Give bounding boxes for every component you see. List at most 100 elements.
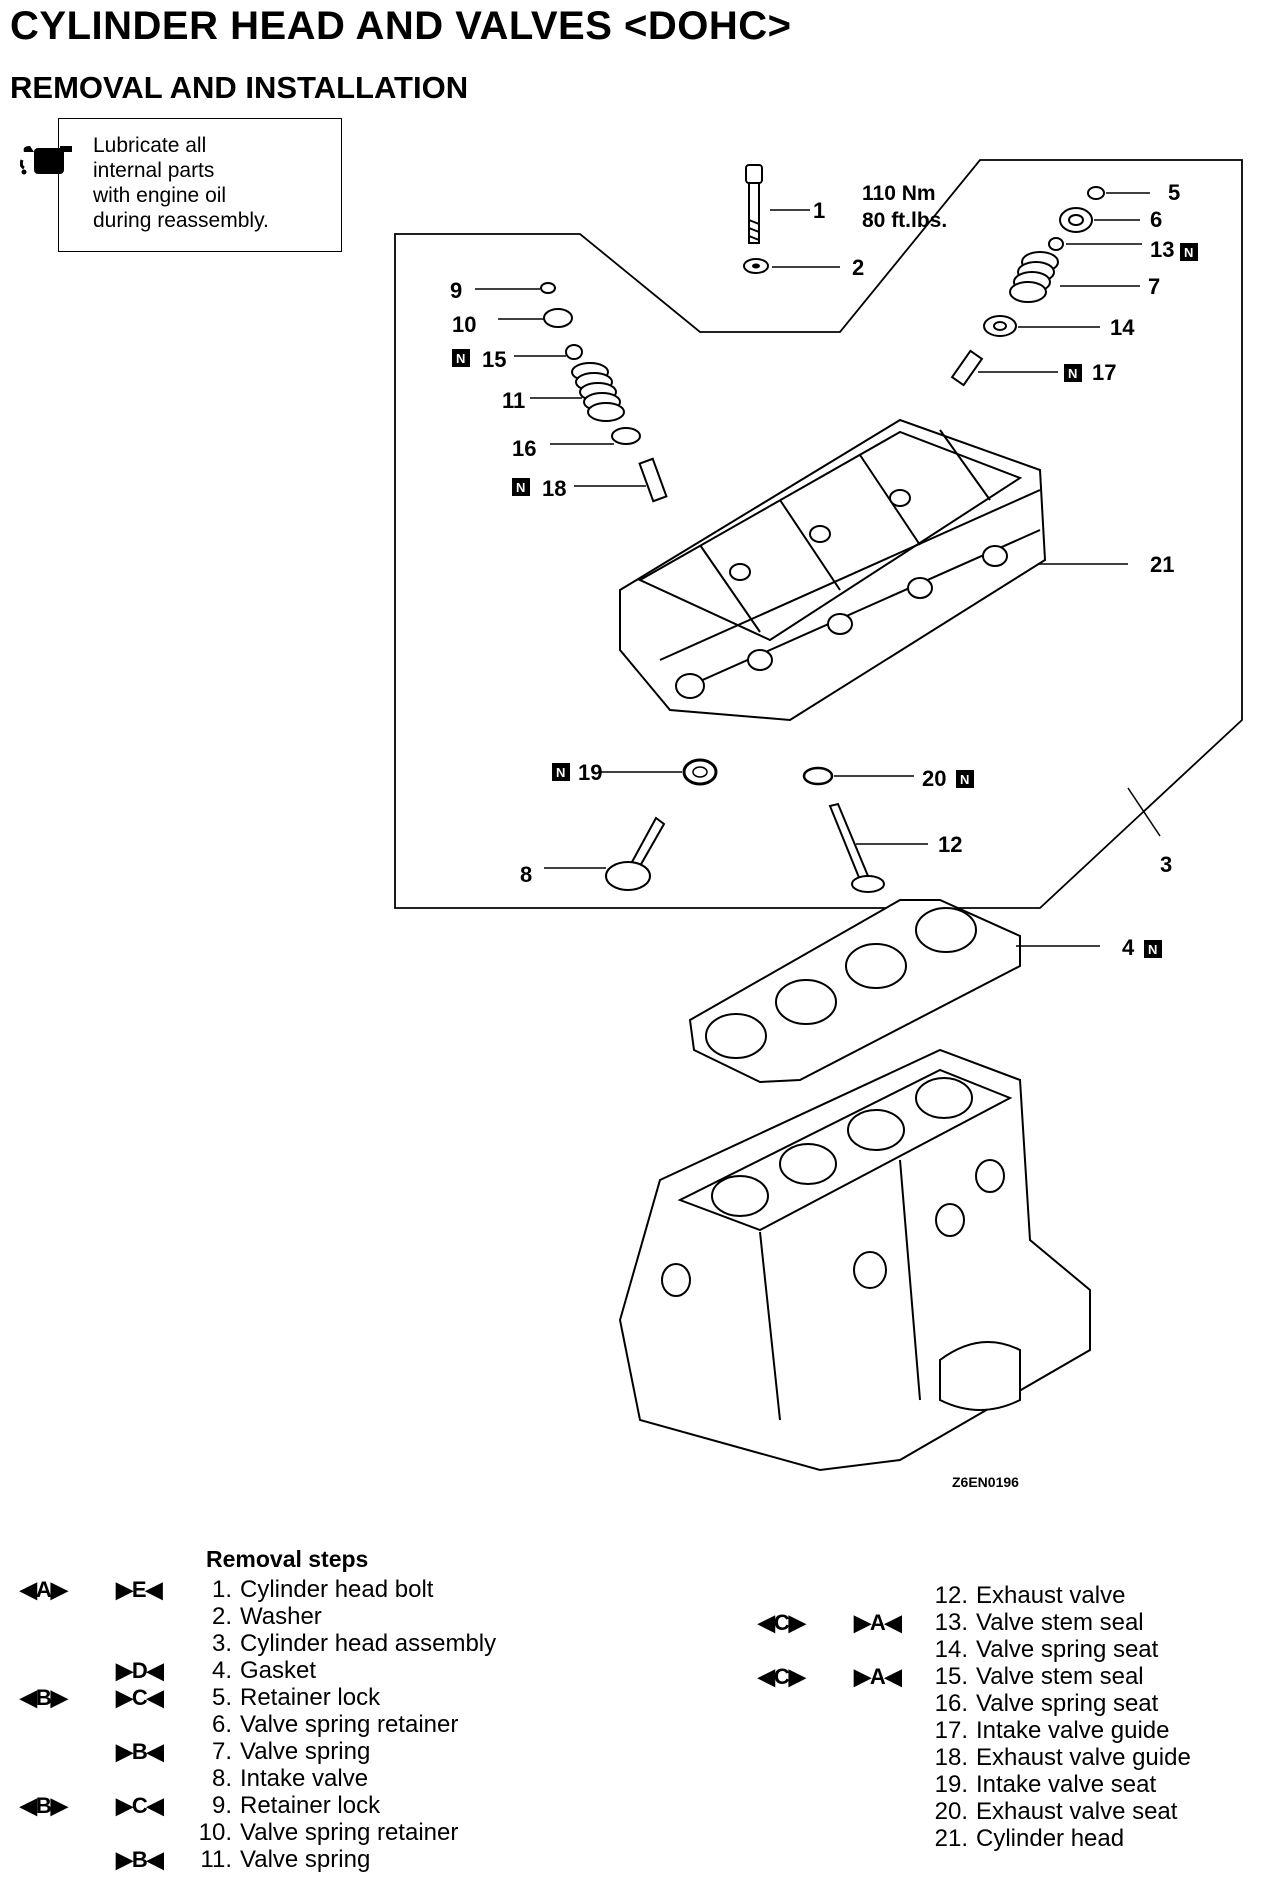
step-text: Valve spring retainer xyxy=(240,1819,459,1846)
valve-spring-retainer xyxy=(543,308,573,328)
new-part-badge xyxy=(552,763,570,781)
step-text: Intake valve xyxy=(240,1765,369,1792)
callout-1: 1 xyxy=(813,198,825,223)
new-part-badge xyxy=(1064,364,1082,382)
callout-16: 16 xyxy=(512,436,536,461)
removal-step: 17. Intake valve guide xyxy=(740,1717,1260,1744)
step-text: Intake valve guide xyxy=(976,1717,1170,1744)
step-number: 12. xyxy=(934,1582,968,1609)
engine-block xyxy=(618,1048,1091,1472)
installation-service-point-mark: ▶C◀ xyxy=(116,1685,164,1710)
oil-can-icon xyxy=(20,146,72,175)
callout-8: 8 xyxy=(520,862,532,887)
intake-valve xyxy=(605,816,666,891)
step-text: Cylinder head assembly xyxy=(240,1630,497,1657)
callout-17: 17 xyxy=(1092,360,1116,385)
step-text: Valve spring xyxy=(240,1738,371,1765)
exhaust-valve xyxy=(828,802,885,893)
callout-21: 21 xyxy=(1150,552,1174,577)
step-text: Retainer lock xyxy=(240,1792,381,1819)
new-part-badge xyxy=(512,478,530,496)
step-number: 19. xyxy=(934,1771,968,1798)
step-number: 20. xyxy=(934,1798,968,1825)
callout-5: 5 xyxy=(1168,180,1180,205)
step-text: Valve stem seal xyxy=(976,1609,1144,1636)
removal-step: 20.Exhaust valve seat xyxy=(740,1798,1260,1825)
note-line: internal parts xyxy=(93,159,215,182)
callout-10: 10 xyxy=(452,312,476,337)
step-number: 21. xyxy=(934,1825,968,1852)
removal-step: 19. Intake valve seat xyxy=(740,1771,1260,1798)
step-number: 8. xyxy=(211,1765,232,1792)
figure-code: Z6EN0196 xyxy=(952,1474,1019,1490)
exploded-diagram: 1 110 Nm 80 ft.lbs. 2 5 6 13 N 7 14 N 17 xyxy=(394,159,1243,1472)
callout-18: 18 xyxy=(542,476,566,501)
installation-service-point-mark: ▶A◀ xyxy=(854,1664,902,1689)
lubrication-note: Lubricate all internal parts with engine… xyxy=(58,118,342,252)
step-number: 7. xyxy=(211,1738,232,1765)
step-number: 10. xyxy=(198,1819,232,1846)
new-part-mark: N xyxy=(556,765,565,780)
step-text: Valve spring seat xyxy=(976,1636,1159,1663)
callout-7: 7 xyxy=(1148,274,1160,299)
step-number: 2. xyxy=(211,1603,232,1630)
callout-6: 6 xyxy=(1150,207,1162,232)
removal-step: ▶D◀4.Gasket xyxy=(0,1657,620,1684)
valve-stem-seal xyxy=(1048,237,1064,251)
step-text: Valve spring retainer xyxy=(240,1711,459,1738)
step-number: 17. xyxy=(934,1717,968,1744)
removal-step: 21. Cylinder head xyxy=(740,1825,1260,1852)
callout-14: 14 xyxy=(1110,315,1135,340)
step-text: Exhaust valve guide xyxy=(976,1744,1191,1771)
installation-service-point-mark: ▶C◀ xyxy=(116,1793,164,1818)
section-subtitle: REMOVAL AND INSTALLATION xyxy=(10,70,469,105)
removal-step: 8. Intake valve xyxy=(0,1765,620,1792)
removal-service-point-mark: ◀C▶ xyxy=(758,1610,806,1635)
step-text: Exhaust valve xyxy=(976,1582,1126,1609)
new-part-mark: N xyxy=(1148,942,1157,957)
note-line: with engine oil xyxy=(93,184,227,207)
exhaust-valve-guide xyxy=(638,457,668,503)
callout-2: 2 xyxy=(852,255,864,280)
cylinder-head xyxy=(619,418,1047,722)
note-line: Lubricate all xyxy=(93,134,207,157)
new-part-badge xyxy=(956,770,974,788)
step-text: Valve spring xyxy=(240,1846,371,1873)
installation-service-point-mark: ▶E◀ xyxy=(116,1577,163,1602)
intake-valve-guide xyxy=(950,349,984,387)
step-number: 15. xyxy=(934,1663,968,1690)
callout-20: 20 xyxy=(922,766,946,791)
note-text: Lubricate all internal parts with engine… xyxy=(93,133,269,233)
step-number: 4. xyxy=(211,1657,232,1684)
valve-spring-seat xyxy=(611,427,641,445)
step-text: Intake valve seat xyxy=(976,1771,1157,1798)
callout-15: 15 xyxy=(482,347,506,372)
removal-step: ▶B◀7.Valve spring xyxy=(0,1738,620,1765)
installation-service-point-mark: ▶A◀ xyxy=(854,1610,902,1635)
removal-step: ◀C▶▶A◀15.Valve stem seal xyxy=(740,1663,1260,1690)
new-part-mark: N xyxy=(1184,245,1193,260)
callout-11: 11 xyxy=(502,388,525,413)
note-line: during reassembly. xyxy=(93,209,269,232)
step-number: 18. xyxy=(934,1744,968,1771)
removal-step: 16.Valve spring seat xyxy=(740,1690,1260,1717)
step-number: 5. xyxy=(211,1684,232,1711)
removal-service-point-mark: ◀A▶ xyxy=(20,1577,68,1602)
valve-spring xyxy=(571,362,625,422)
step-text: Gasket xyxy=(240,1657,317,1684)
step-text: Cylinder head xyxy=(976,1825,1125,1852)
removal-step: ◀C▶▶A◀13.Valve stem seal xyxy=(740,1609,1260,1636)
removal-step: 3.Cylinder head assembly xyxy=(0,1630,620,1657)
new-part-mark: N xyxy=(1068,366,1077,381)
new-part-mark: N xyxy=(960,772,969,787)
retainer-lock xyxy=(1087,186,1105,200)
retainer-lock xyxy=(540,282,556,294)
step-number: 14. xyxy=(934,1636,968,1663)
removal-step: 6.Valve spring retainer xyxy=(0,1711,620,1738)
torque-nm: 110 Nm xyxy=(862,182,936,205)
step-number: 1. xyxy=(211,1576,232,1603)
removal-steps-title: Removal steps xyxy=(206,1546,369,1572)
removal-step: 12. Exhaust valve xyxy=(740,1582,1260,1609)
head-gasket xyxy=(688,899,1021,1084)
removal-step: 18. Exhaust valve guide xyxy=(740,1744,1260,1771)
